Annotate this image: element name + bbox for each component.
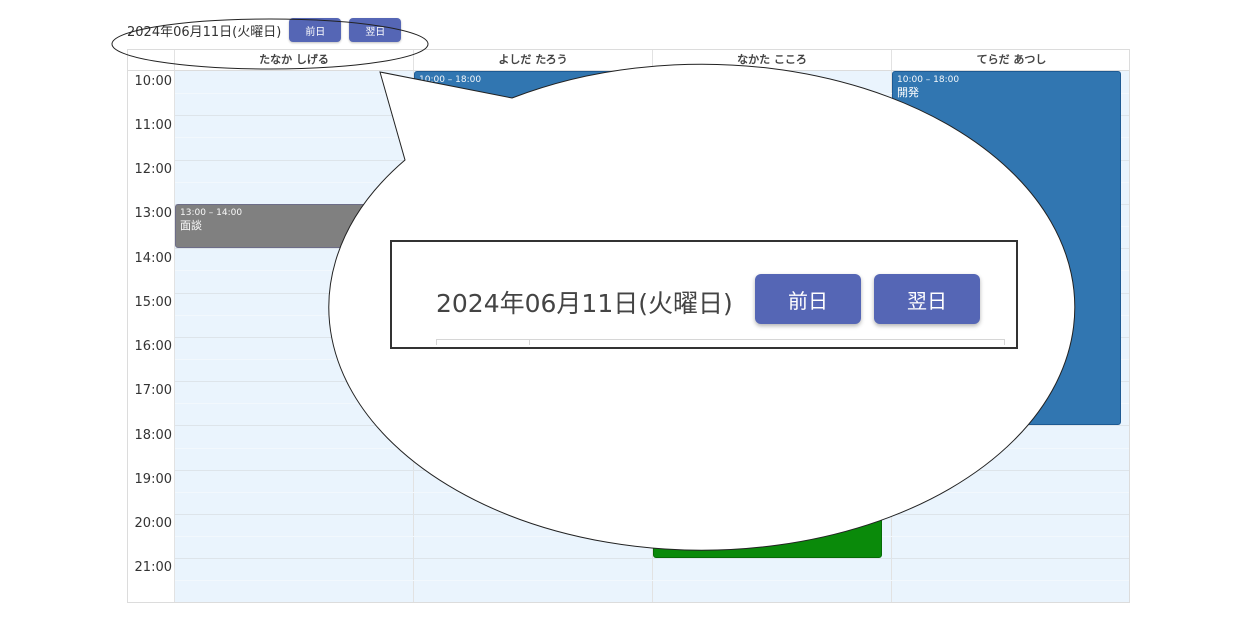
previous-day-button[interactable]: 前日 (289, 18, 342, 42)
column-header-tanaka: たなか しげる (174, 50, 413, 70)
time-label: 12:00 (134, 162, 172, 177)
hour-gridline (174, 558, 1129, 560)
time-label: 16:00 (134, 339, 172, 354)
event-title: 開発 (897, 86, 919, 99)
zoom-tick (529, 339, 530, 345)
time-label: 18:00 (134, 428, 172, 443)
zoom-calendar-edge (436, 339, 1004, 340)
zoom-current-date: 2024年06月11日(火曜日) (436, 289, 733, 318)
time-label: 21:00 (134, 560, 172, 575)
next-day-button[interactable]: 翌日 (349, 18, 402, 42)
half-hour-gridline (174, 580, 1129, 582)
zoom-inset: 2024年06月11日(火曜日) 前日 翌日 (390, 240, 1018, 349)
date-navigation: 2024年06月11日(火曜日) 前日 翌日 (127, 18, 409, 42)
event-title: 面談 (180, 219, 202, 232)
zoom-next-day-button[interactable]: 翌日 (874, 274, 980, 324)
time-label: 20:00 (134, 516, 172, 531)
zoom-previous-day-button[interactable]: 前日 (755, 274, 861, 324)
column-header-yoshida: よしだ たろう (413, 50, 652, 70)
time-label: 19:00 (134, 472, 172, 487)
time-label: 13:00 (134, 206, 172, 221)
column-header-nakata: なかた こころ (652, 50, 891, 70)
event-time: 10:00 – 18:00 (419, 75, 482, 85)
current-date: 2024年06月11日(火曜日) (127, 24, 282, 40)
time-label: 14:00 (134, 251, 172, 266)
column-header-terada: てらだ あつし (891, 50, 1129, 70)
time-label: 15:00 (134, 295, 172, 310)
time-column: 10:00 11:00 12:00 13:00 14:00 15:00 16:0… (128, 71, 175, 602)
time-label: 11:00 (134, 118, 172, 133)
time-label: 17:00 (134, 383, 172, 398)
zoom-tick (436, 339, 437, 345)
highlight-ellipse (111, 18, 429, 70)
event-time: 13:00 – 14:00 (180, 208, 243, 218)
time-label: 10:00 (134, 74, 172, 89)
event-time: 10:00 – 18:00 (897, 75, 960, 85)
zoom-tick (1004, 339, 1005, 345)
